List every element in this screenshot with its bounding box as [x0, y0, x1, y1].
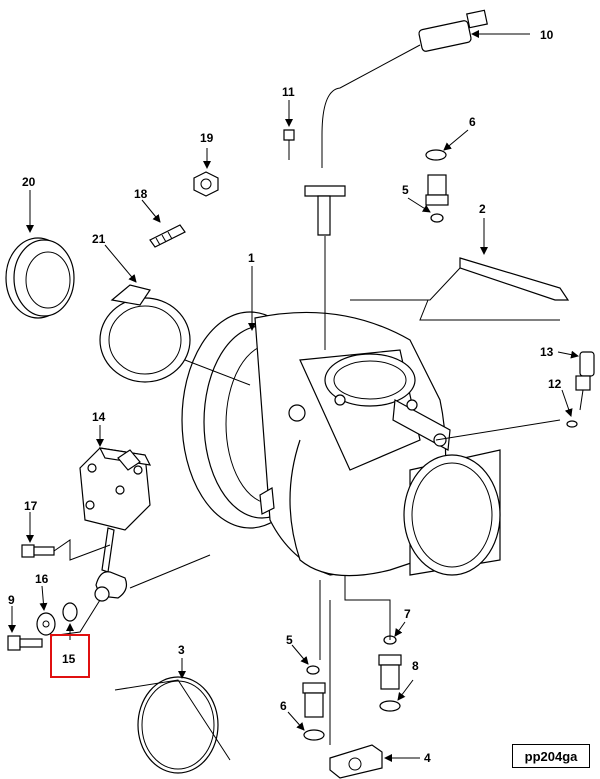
large-o-ring — [137, 676, 219, 774]
turbocharger-assembly — [181, 311, 501, 577]
callout-4: 4 — [424, 751, 431, 765]
callout-labels: 10 11 19 18 20 21 1 6 5 2 13 12 14 17 16… — [8, 28, 562, 765]
o-ring-15 — [62, 602, 78, 622]
callout-3: 3 — [178, 643, 185, 657]
callout-5-upper: 5 — [402, 183, 409, 197]
callout-6-upper: 6 — [469, 115, 476, 129]
callout-20: 20 — [22, 175, 36, 189]
callout-19: 19 — [200, 131, 214, 145]
callout-21: 21 — [92, 232, 106, 246]
oil-fitting-lower-right — [378, 635, 402, 712]
bolt-17 — [21, 544, 55, 558]
temperature-sensor — [566, 351, 595, 428]
callout-12: 12 — [548, 377, 562, 391]
callout-15: 15 — [62, 652, 76, 666]
callout-9: 9 — [8, 593, 15, 607]
v-band-clamp — [99, 284, 251, 386]
callout-6-lower: 6 — [280, 699, 287, 713]
callout-16: 16 — [35, 572, 49, 586]
nut — [193, 171, 219, 197]
stud — [149, 224, 186, 248]
callout-17: 17 — [24, 499, 38, 513]
callout-8: 8 — [412, 659, 419, 673]
callout-13: 13 — [540, 345, 554, 359]
wastegate-actuator — [79, 447, 211, 602]
callout-18: 18 — [134, 187, 148, 201]
callout-1: 1 — [248, 251, 255, 265]
callout-7: 7 — [404, 607, 411, 621]
gasket — [459, 257, 570, 301]
callout-14: 14 — [92, 410, 106, 424]
seal-ring — [5, 237, 75, 319]
flange-gasket — [329, 744, 383, 779]
oil-fitting-upper — [425, 149, 449, 223]
leader-lines — [8, 30, 579, 762]
callout-10: 10 — [540, 28, 554, 42]
callout-11: 11 — [282, 85, 295, 99]
callout-2: 2 — [479, 202, 486, 216]
figure-code: pp204ga — [512, 744, 590, 768]
speed-sensor — [283, 9, 488, 350]
washer-16 — [36, 612, 56, 636]
callout-5-lower: 5 — [286, 633, 293, 647]
highlight-box-15 — [50, 634, 90, 678]
bolt-9 — [7, 635, 43, 651]
oil-fitting-lower-left — [302, 665, 326, 741]
